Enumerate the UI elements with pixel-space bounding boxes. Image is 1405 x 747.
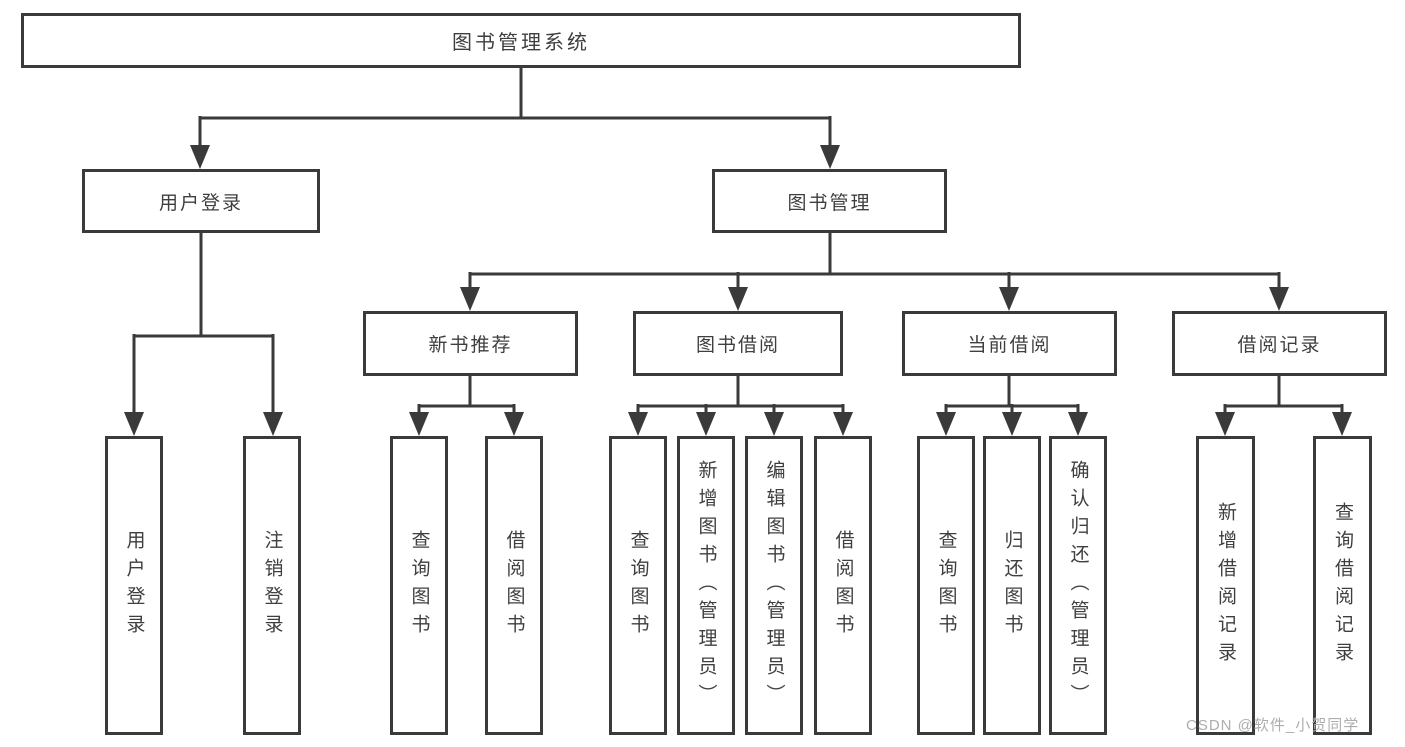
leaf-add-books-admin: 新增图书（管理员） (677, 436, 735, 735)
node-user-login-branch: 用户登录 (82, 169, 320, 233)
node-new-book-recommendation: 新书推荐 (363, 311, 578, 376)
leaf-logout: 注销登录 (243, 436, 301, 735)
node-borrowing-records: 借阅记录 (1172, 311, 1387, 376)
leaf-edit-books-admin: 编辑图书（管理员） (745, 436, 803, 735)
node-book-borrowing: 图书借阅 (633, 311, 843, 376)
leaf-return-books: 归还图书 (983, 436, 1041, 735)
leaf-user-login: 用户登录 (105, 436, 163, 735)
leaf-query-books-recommend: 查询图书 (390, 436, 448, 735)
leaf-confirm-return-admin: 确认归还（管理员） (1049, 436, 1107, 735)
leaf-query-books-current: 查询图书 (917, 436, 975, 735)
leaf-query-books-borrowing: 查询图书 (609, 436, 667, 735)
node-book-management-branch: 图书管理 (712, 169, 947, 233)
leaf-query-borrow-record: 查询借阅记录 (1313, 436, 1372, 735)
leaf-add-borrow-record: 新增借阅记录 (1196, 436, 1255, 735)
leaf-borrow-books-recommend: 借阅图书 (485, 436, 543, 735)
node-library-management-system: 图书管理系统 (21, 13, 1021, 68)
leaf-borrow-books: 借阅图书 (814, 436, 872, 735)
node-current-borrowing: 当前借阅 (902, 311, 1117, 376)
csdn-watermark: CSDN @软件_小贺同学 (1186, 717, 1360, 734)
